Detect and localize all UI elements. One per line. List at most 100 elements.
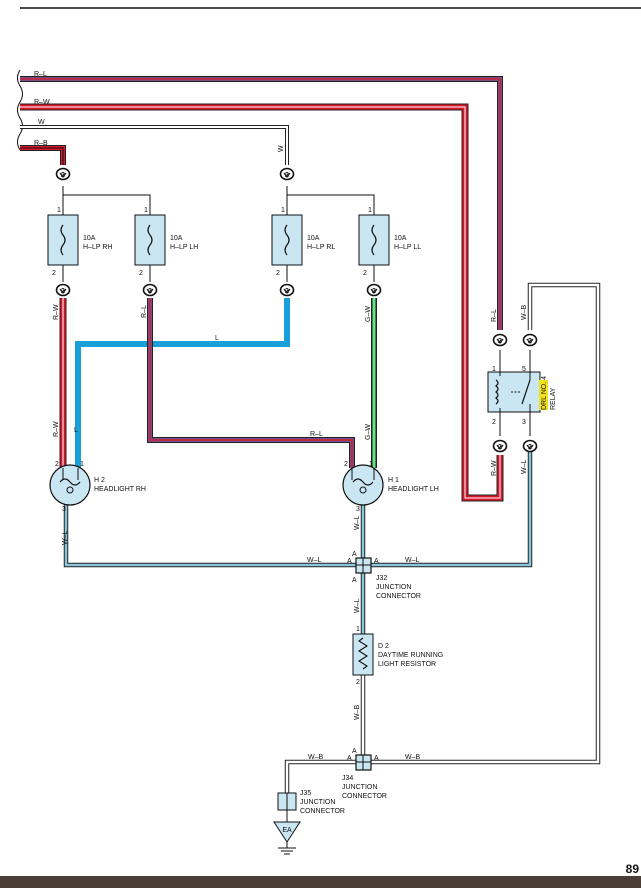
- svg-text:W–B: W–B: [308, 754, 324, 761]
- svg-text:DRL NO. 4: DRL NO. 4: [541, 376, 548, 410]
- svg-text:2: 2: [372, 288, 376, 295]
- svg-text:HEADLIGHT LH: HEADLIGHT LH: [388, 486, 439, 493]
- svg-text:R–B: R–B: [34, 140, 48, 147]
- wire-r-l-top: [20, 76, 503, 330]
- svg-text:HEADLIGHT RH: HEADLIGHT RH: [94, 486, 146, 493]
- fuse-h-lp-rl: 1 2 10A H–LP RL: [271, 207, 335, 277]
- svg-text:1: 1: [57, 207, 61, 214]
- svg-text:H 2: H 2: [94, 477, 105, 484]
- svg-text:LIGHT RESISTOR: LIGHT RESISTOR: [378, 661, 436, 668]
- wire-r-w-top: [20, 103, 504, 502]
- svg-text:2: 2: [276, 270, 280, 277]
- fuse-h-lp-ll: 1 2 10A H–LP LL: [358, 207, 421, 277]
- svg-text:1: 1: [80, 461, 84, 468]
- svg-text:A: A: [347, 558, 352, 565]
- svg-text:L: L: [215, 335, 219, 342]
- svg-text:JUNCTION: JUNCTION: [342, 784, 377, 791]
- svg-text:JUNCTION: JUNCTION: [300, 799, 335, 806]
- svg-text:2: 2: [61, 172, 65, 179]
- fuse-h-lp-lh: 1 2 10A H–LP LH: [134, 207, 198, 277]
- wire-w-b: [284, 282, 601, 793]
- svg-text:2: 2: [492, 419, 496, 426]
- svg-text:L: L: [74, 427, 78, 434]
- svg-text:H–LP LL: H–LP LL: [394, 244, 421, 251]
- wire-w-top: [20, 125, 289, 165]
- svg-text:W–B: W–B: [405, 754, 421, 761]
- svg-text:10A: 10A: [170, 235, 183, 242]
- svg-text:A: A: [352, 551, 357, 558]
- wire-r-l-headlight-lh: [147, 298, 355, 468]
- svg-text:JUNCTION: JUNCTION: [376, 584, 411, 591]
- svg-text:A: A: [352, 577, 357, 584]
- svg-text:J32: J32: [376, 575, 387, 582]
- fuse-out-wire: [62, 265, 375, 282]
- drl-relay: DRL NO. 4 RELAY 1 5 2 3: [487, 350, 557, 436]
- svg-text:A: A: [374, 558, 379, 565]
- svg-text:W–L: W–L: [62, 531, 69, 546]
- fuse-bus-wire: [62, 186, 375, 215]
- svg-text:2: 2: [344, 461, 348, 468]
- svg-text:H–LP RL: H–LP RL: [307, 244, 335, 251]
- svg-text:1: 1: [369, 461, 373, 468]
- svg-text:A: A: [347, 755, 352, 762]
- svg-text:W–B: W–B: [354, 705, 361, 721]
- headlight-rh: 2 1 3 H 2 HEADLIGHT RH: [49, 461, 146, 513]
- svg-text:R–W: R–W: [53, 304, 60, 320]
- svg-text:10A: 10A: [83, 235, 96, 242]
- svg-text:CONNECTOR: CONNECTOR: [342, 793, 387, 800]
- svg-text:3: 3: [356, 506, 360, 513]
- j35-junction-connector: J35 JUNCTION CONNECTOR: [277, 790, 345, 815]
- svg-text:2: 2: [285, 288, 289, 295]
- svg-text:1: 1: [281, 207, 285, 214]
- relay-switch-icon: [521, 379, 531, 405]
- svg-text:R–L: R–L: [310, 431, 323, 438]
- wire-labels: R–L R–W W R–B W R–W R–L G–W L R–W L R–L …: [34, 71, 528, 761]
- svg-text:3: 3: [522, 419, 526, 426]
- svg-text:W–L: W–L: [307, 557, 322, 564]
- fuse-h-lp-rh: 1 2 10A H–LP RH: [47, 207, 112, 277]
- svg-text:1: 1: [368, 207, 372, 214]
- ground-icon: [278, 842, 296, 855]
- svg-text:H 1: H 1: [388, 477, 399, 484]
- svg-text:CONNECTOR: CONNECTOR: [300, 808, 345, 815]
- svg-text:2: 2: [52, 270, 56, 277]
- svg-text:J34: J34: [342, 775, 353, 782]
- svg-text:R–W: R–W: [491, 460, 498, 476]
- svg-text:W–L: W–L: [354, 516, 361, 531]
- j32-junction-connector: A A A A J32 JUNCTION CONNECTOR: [347, 551, 421, 600]
- headlight-bulb-icon: [59, 478, 81, 486]
- svg-text:R–L: R–L: [491, 309, 498, 322]
- svg-text:3: 3: [62, 506, 66, 513]
- svg-text:2: 2: [139, 270, 143, 277]
- fuse-icon: [284, 224, 290, 256]
- svg-text:A: A: [374, 755, 379, 762]
- svg-text:H–LP LH: H–LP LH: [170, 244, 198, 251]
- wire-l-blue: [75, 298, 290, 468]
- footer-bar: [0, 876, 641, 888]
- j34-junction-connector: A A A J34 JUNCTION CONNECTOR: [342, 748, 387, 800]
- svg-text:1: 1: [144, 207, 148, 214]
- svg-text:W: W: [38, 119, 45, 126]
- svg-text:1: 1: [356, 626, 360, 633]
- svg-text:2: 2: [498, 338, 502, 345]
- svg-text:2: 2: [55, 461, 59, 468]
- svg-text:2: 2: [363, 270, 367, 277]
- fuse-icon: [60, 224, 66, 256]
- svg-text:10A: 10A: [307, 235, 320, 242]
- svg-text:W–L: W–L: [354, 599, 361, 614]
- svg-text:G–W: G–W: [365, 424, 372, 440]
- relay-coil-icon: [495, 379, 499, 405]
- svg-text:2: 2: [528, 338, 532, 345]
- svg-text:2: 2: [498, 444, 502, 451]
- svg-text:DAYTIME RUNNING: DAYTIME RUNNING: [378, 652, 443, 659]
- page-number: 89: [625, 862, 639, 876]
- svg-text:2: 2: [285, 172, 289, 179]
- headlight-bulb-icon: [352, 478, 374, 486]
- headlight-lh: 2 1 3 H 1 HEADLIGHT LH: [342, 461, 439, 513]
- svg-text:W–B: W–B: [521, 305, 528, 321]
- svg-text:2: 2: [356, 679, 360, 686]
- svg-text:EA: EA: [282, 827, 292, 834]
- wire-w-l: [63, 452, 533, 634]
- fuse-icon: [371, 224, 377, 256]
